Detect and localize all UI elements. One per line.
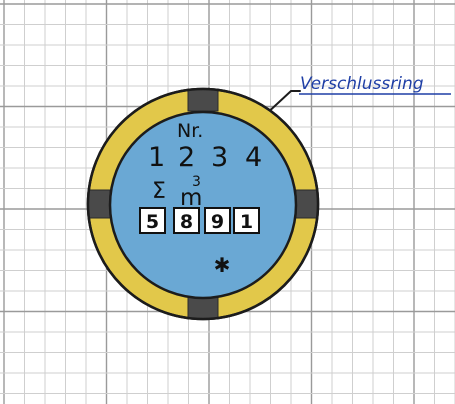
flow-star-icon: ✱ <box>214 253 231 277</box>
ring-label: Verschlussring <box>300 74 424 94</box>
meter-number-digit-4: 4 <box>245 142 262 173</box>
sum-symbol: Σ <box>152 179 166 204</box>
counter-digit-2: 8 <box>180 211 193 233</box>
meter-number-digit-3: 3 <box>211 142 228 173</box>
unit-exponent: 3 <box>192 174 201 190</box>
counter-digit-3: 9 <box>211 211 224 233</box>
ring-clamp-bottom <box>188 297 218 319</box>
ring-clamp-top <box>188 89 218 111</box>
ring-clamp-left <box>88 190 110 218</box>
meter-number-digit-2: 2 <box>178 142 195 173</box>
meter-number-label: Nr. <box>177 120 203 142</box>
meter-number-digit-1: 1 <box>148 142 165 173</box>
ring-clamp-right <box>296 190 318 218</box>
counter-digit-1: 5 <box>146 211 159 233</box>
counter-digit-4: 1 <box>240 211 253 233</box>
